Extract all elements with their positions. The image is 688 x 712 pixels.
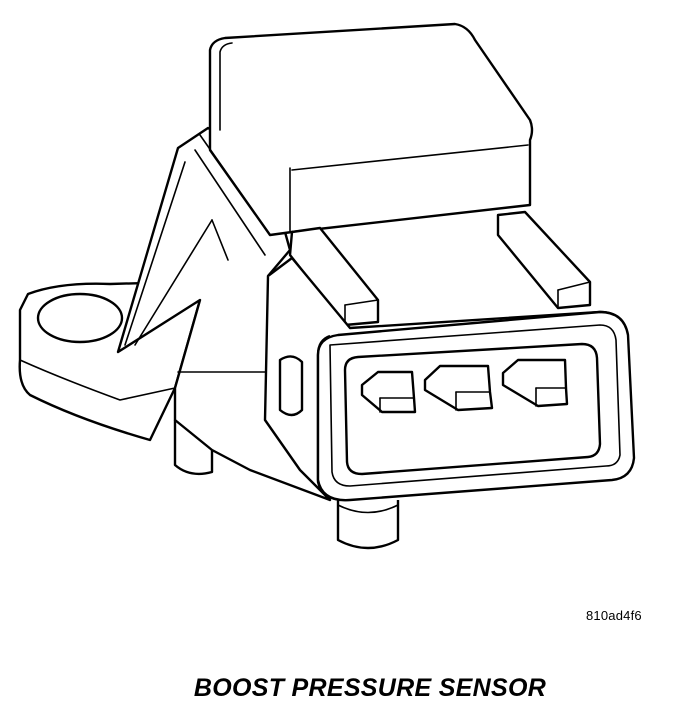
sensor-cap <box>194 22 534 256</box>
terminal-pin-2 <box>423 364 494 412</box>
terminal-pin-1 <box>360 370 417 414</box>
lower-port-right <box>336 500 400 550</box>
reference-code: 810ad4f6 <box>586 608 642 623</box>
figure-caption: BOOST PRESSURE SENSOR <box>193 674 547 702</box>
mounting-hole <box>36 292 124 344</box>
locking-rib-left <box>288 226 380 327</box>
side-tab <box>278 355 304 417</box>
terminal-pin-3 <box>501 358 569 408</box>
locking-rib-right <box>496 210 592 310</box>
